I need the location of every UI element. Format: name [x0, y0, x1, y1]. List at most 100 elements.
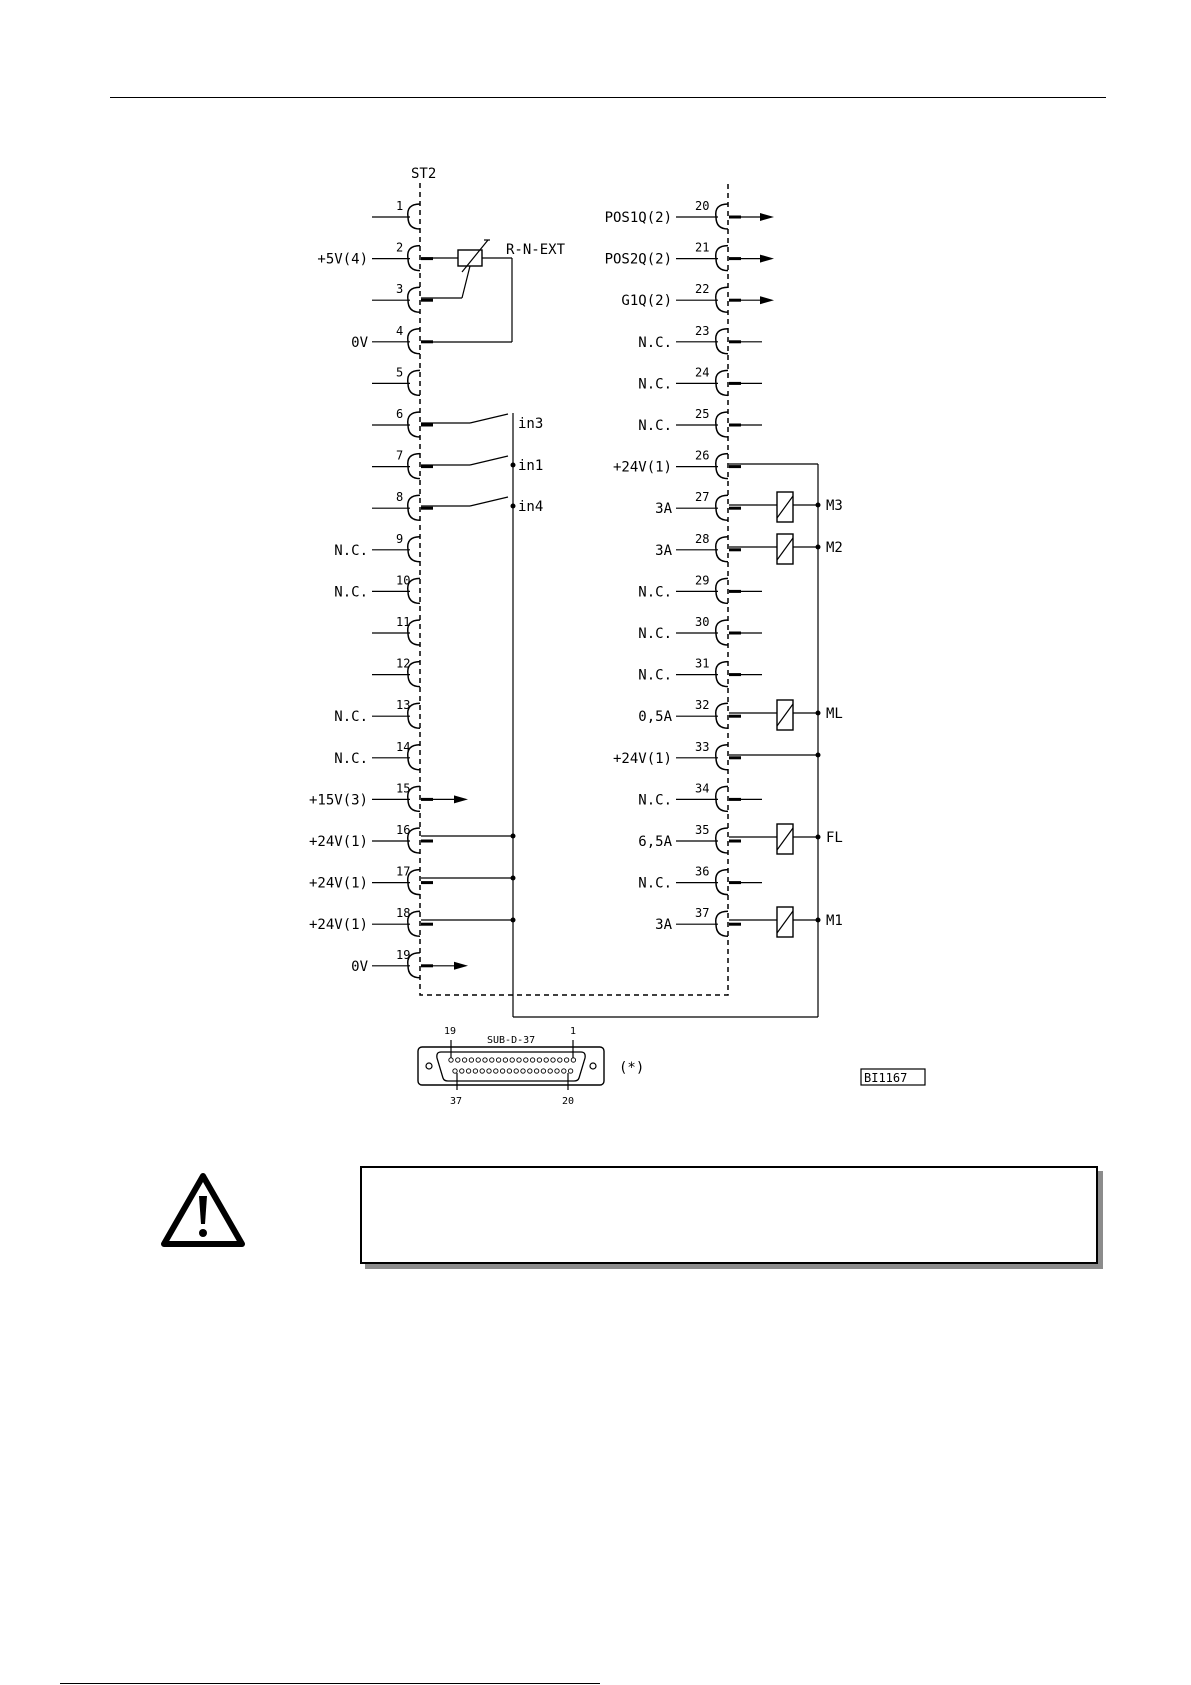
pin-26-number: 26 — [695, 449, 709, 463]
pin-8: 8 — [372, 490, 433, 521]
pin-22-label: G1Q(2) — [621, 293, 672, 309]
pin-33-number: 33 — [695, 740, 709, 754]
pin-21-number: 21 — [695, 241, 709, 255]
pin-13-label: N.C. — [334, 709, 368, 725]
pin-24-label: N.C. — [638, 376, 672, 392]
subd-pin-20-label: 20 — [562, 1096, 574, 1107]
right-pin-column: 20POS1Q(2)21POS2Q(2)22G1Q(2)23N.C.24N.C.… — [605, 199, 774, 937]
pin-5: 5 — [372, 365, 421, 397]
pin-25-number: 25 — [695, 407, 709, 421]
pin-24-number: 24 — [695, 365, 709, 379]
wiring-diagram: ST2 R-N-EXT in3 in1 in4 M3 M2 ML FL M1 1… — [309, 166, 926, 1107]
pin-28-number: 28 — [695, 532, 709, 546]
pin-6-number: 6 — [396, 407, 403, 421]
pin-31: 31N.C. — [638, 657, 762, 688]
figure-reference: BI1167 — [860, 1068, 926, 1086]
pin-27-number: 27 — [695, 490, 709, 504]
coil-ml-label: ML — [826, 706, 843, 722]
pin-4: 40V — [351, 324, 433, 355]
pin-6: 6 — [372, 407, 433, 438]
pin-35: 35 6,5A — [638, 823, 741, 854]
pin-29: 29N.C. — [638, 573, 762, 605]
warning-triangle-icon — [161, 1173, 245, 1247]
pin-36-number: 36 — [695, 865, 709, 879]
pin-18-number: 18 — [396, 906, 410, 920]
coil-m3-label: M3 — [826, 498, 843, 514]
coil-m1-label: M1 — [826, 913, 843, 929]
pin-18-label: +24V(1) — [309, 917, 368, 933]
pin-37-label: 3A — [655, 917, 672, 933]
footer-rule — [60, 1683, 600, 1684]
pin-31-label: N.C. — [638, 668, 672, 684]
pin-15-label: +15V(3) — [309, 792, 368, 808]
coil-m2-label: M2 — [826, 540, 843, 556]
pin-31-number: 31 — [695, 657, 709, 671]
pin-30: 30N.C. — [638, 615, 762, 646]
pin-5-number: 5 — [396, 365, 403, 379]
pin-35-label: 6,5A — [638, 834, 672, 850]
pin-2: 2+5V(4) — [317, 241, 433, 272]
pin-14-label: N.C. — [334, 751, 368, 767]
pin-3-number: 3 — [396, 282, 403, 296]
pin-15: 15 +15V(3) — [309, 781, 468, 813]
pin-12-number: 12 — [396, 657, 410, 671]
pin-7-number: 7 — [396, 449, 403, 463]
pin-10-number: 10 — [396, 573, 410, 587]
subd-pin-37-label: 37 — [450, 1096, 462, 1107]
pin-34-label: N.C. — [638, 792, 672, 808]
pin-34-number: 34 — [695, 781, 709, 795]
input-in1-label: in1 — [518, 458, 543, 474]
pin-7: 7 — [372, 449, 433, 480]
pin-11-number: 11 — [396, 615, 410, 629]
pin-27: 27 3A — [655, 490, 741, 521]
pin-16-number: 16 — [396, 823, 410, 837]
pin-12: 12 — [372, 657, 421, 688]
pin-25-label: N.C. — [638, 418, 672, 434]
pin-19-label: 0V — [351, 959, 368, 975]
pin-11: 11 — [372, 615, 421, 646]
pin-30-label: N.C. — [638, 626, 672, 642]
pin-20-number: 20 — [695, 199, 709, 213]
pin-27-label: 3A — [655, 501, 672, 517]
input-in3-label: in3 — [518, 416, 543, 432]
pin-18: 18 +24V(1) — [309, 906, 433, 937]
pin-35-number: 35 — [695, 823, 709, 837]
pin-9-number: 9 — [396, 532, 403, 546]
pin-32-label: 0,5A — [638, 709, 672, 725]
pin-17-number: 17 — [396, 865, 410, 879]
subd-title: SUB-D-37 — [487, 1035, 535, 1046]
pin-13-number: 13 — [396, 698, 410, 712]
pin-24: 24N.C. — [638, 365, 762, 397]
pin-9-label: N.C. — [334, 543, 368, 559]
pin-30-number: 30 — [695, 615, 709, 629]
pin-17-label: +24V(1) — [309, 876, 368, 892]
coil-m1 — [729, 906, 821, 938]
pin-36-label: N.C. — [638, 876, 672, 892]
pin-9: 9N.C. — [334, 532, 421, 563]
pin-32: 32 0,5A — [638, 698, 741, 729]
coil-m2 — [729, 533, 821, 565]
pin-29-label: N.C. — [638, 584, 672, 600]
pin-14-number: 14 — [396, 740, 410, 754]
warning-text — [362, 1168, 1096, 1192]
input-in4-label: in4 — [518, 499, 543, 515]
pin-33-label: +24V(1) — [613, 751, 672, 767]
pin-16: 16+24V(1) — [309, 823, 433, 854]
pin-32-number: 32 — [695, 698, 709, 712]
coil-fl-label: FL — [826, 830, 843, 846]
pin-25: 25N.C. — [638, 407, 762, 438]
coil-m3 — [729, 491, 821, 523]
subd-note: (*) — [619, 1060, 644, 1076]
pin-10: 10N.C. — [334, 573, 421, 605]
pin-29-number: 29 — [695, 573, 709, 587]
pin-2-number: 2 — [396, 241, 403, 255]
connector-housing — [419, 183, 729, 996]
pin-15-number: 15 — [396, 781, 410, 795]
pin-26: 26+24V(1) — [613, 449, 741, 480]
pin-33: 33 +24V(1) — [613, 740, 741, 771]
